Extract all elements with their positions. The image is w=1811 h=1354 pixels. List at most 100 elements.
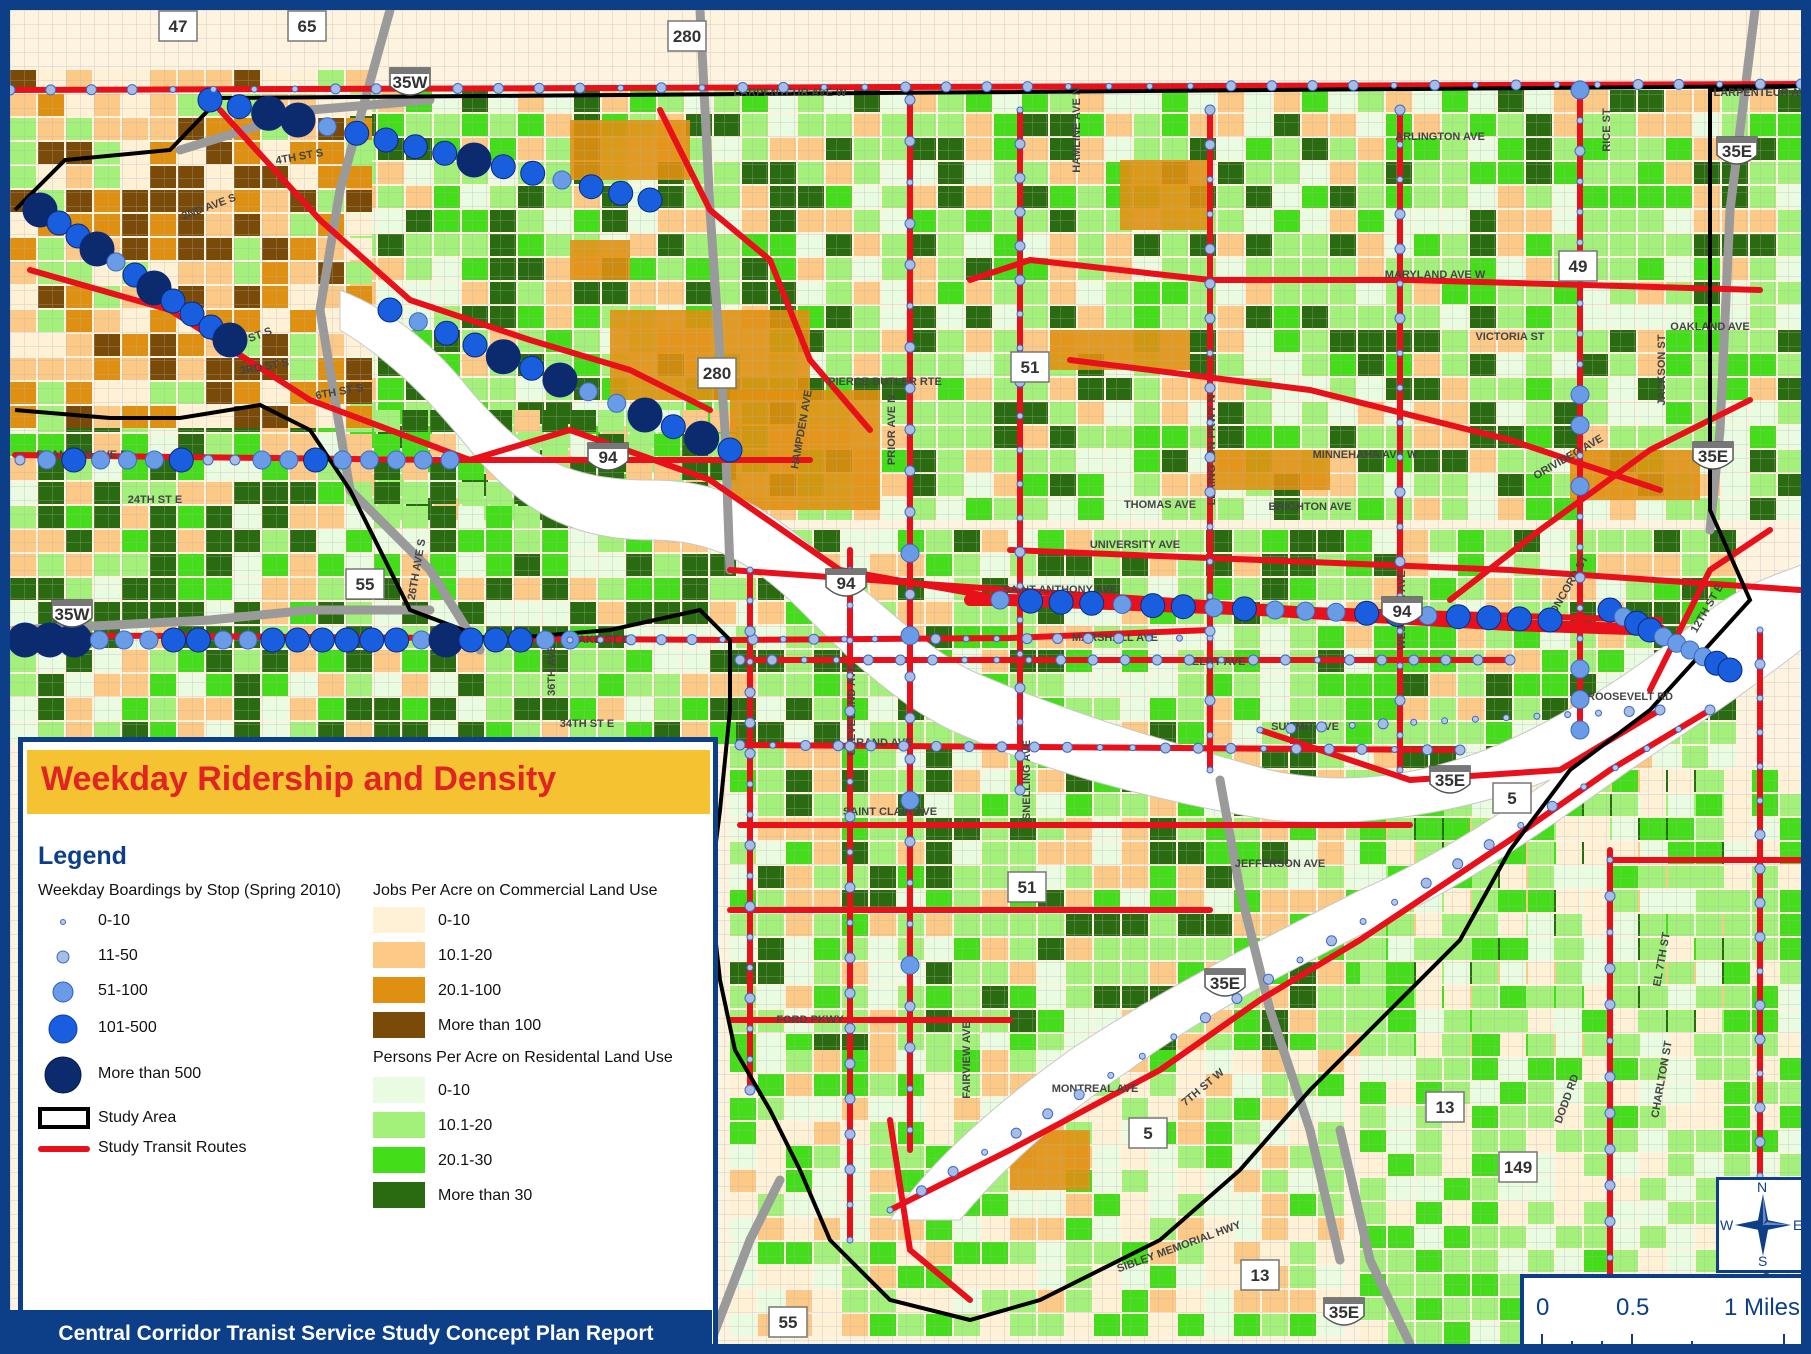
highway	[315, 10, 485, 655]
boarding-stop	[1604, 999, 1616, 1011]
highway	[1215, 775, 1345, 1265]
boarding-stop	[900, 81, 911, 93]
boarding-stop	[1204, 598, 1224, 618]
street-label: ROOSEVELT RD	[1587, 691, 1673, 703]
boarding-stop	[746, 597, 754, 605]
boarding-stop	[1107, 1071, 1115, 1079]
boarding-stop	[1574, 572, 1586, 584]
highway-shield: 49	[1558, 250, 1598, 282]
boarding-stop	[846, 848, 854, 856]
boarding-stop	[1016, 650, 1024, 658]
boarding-stop	[1754, 658, 1766, 670]
boarding-stop	[1396, 280, 1404, 288]
persons-label-1: 0-10	[438, 1082, 471, 1099]
boarding-stop	[844, 811, 856, 823]
boarding-stop	[904, 341, 916, 353]
boarding-stop	[1754, 931, 1766, 943]
boarding-stop	[846, 672, 854, 680]
boarding-stop	[846, 601, 854, 609]
boarding-stop	[930, 740, 942, 752]
boarding-stop	[1014, 172, 1026, 184]
boarding-stop	[1199, 1012, 1211, 1024]
boarding-stop	[746, 964, 754, 972]
street-label: SUMMIT AVE	[1271, 721, 1339, 733]
boarding-stop	[238, 630, 258, 650]
boarding-stop	[1204, 278, 1216, 290]
highway-shield: 280	[697, 357, 737, 389]
boarding-stop	[1183, 654, 1195, 666]
boarding-stop	[210, 85, 217, 93]
boarding-stop	[655, 82, 667, 94]
boarding-stop	[1756, 1070, 1764, 1077]
boarding-stop	[1445, 604, 1471, 630]
boarding-stop	[1296, 601, 1316, 621]
boarding-stop	[900, 790, 920, 810]
boarding-stop	[1119, 654, 1131, 666]
boarding-stop	[996, 741, 1008, 753]
boarding-stop	[904, 135, 916, 147]
boarding-stop	[1576, 177, 1584, 185]
street-label: FORD PKWY	[776, 1014, 844, 1026]
boarding-stop	[746, 1055, 754, 1063]
street-label: GRAND AVE	[848, 737, 913, 749]
boarding-symbol-0-10	[60, 919, 66, 925]
boarding-stop	[1754, 1102, 1766, 1114]
boarding-stop	[1595, 709, 1602, 717]
svg-text:35W: 35W	[393, 73, 429, 92]
boarding-stop	[89, 630, 109, 650]
boarding-stop	[552, 170, 572, 190]
boarding-stop	[373, 127, 399, 153]
boarding-stop	[1756, 797, 1764, 805]
boarding-stop	[1472, 654, 1484, 666]
boarding-stop	[1580, 783, 1588, 791]
boarding-stop	[655, 634, 667, 646]
boarding-stop	[744, 839, 756, 851]
highway-shield: 280	[667, 20, 707, 52]
highway-shield: 13	[1240, 1259, 1280, 1291]
boarding-stop	[402, 134, 428, 160]
boarding-stop	[1204, 312, 1216, 324]
boarding-stop	[1396, 627, 1404, 635]
svg-text:149: 149	[1504, 1158, 1532, 1177]
boarding-stop	[844, 881, 856, 893]
boarding-stop	[1113, 632, 1125, 644]
boarding-stop	[1014, 750, 1026, 762]
boarding-stop	[46, 210, 72, 236]
svg-text:35E: 35E	[1210, 974, 1240, 993]
boarding-stop	[1654, 704, 1666, 716]
boarding-stop	[1206, 349, 1214, 357]
persons-swatch-2	[373, 1112, 425, 1138]
boarding-stop	[844, 952, 856, 964]
transit-route	[1067, 357, 1663, 493]
boarding-stop	[981, 1148, 989, 1156]
boarding-stop	[1754, 1136, 1766, 1148]
svg-text:94: 94	[599, 448, 618, 467]
highway-shield: 35W	[389, 67, 431, 96]
street-label: VICTORIA ST	[1475, 331, 1544, 343]
highway	[1705, 10, 1760, 535]
boarding-stop	[1014, 682, 1026, 694]
street-label: HAMLINE AVE N	[1071, 87, 1083, 173]
boarding-stop	[330, 83, 342, 95]
street-label: LARPENTEUR AVE W	[733, 87, 847, 99]
boarding-stop	[1347, 80, 1359, 91]
boarding-stop	[1440, 654, 1452, 666]
boarding-stop	[1632, 79, 1644, 90]
legend-heading: Legend	[38, 842, 127, 870]
scale-bar: 0 0.5 1 Miles	[1520, 1274, 1801, 1344]
boarding-stop	[508, 627, 533, 653]
boarding-stop	[1623, 706, 1635, 717]
boarding-stop	[800, 656, 808, 664]
boarding-stop	[226, 94, 252, 120]
street-label: JACKSON ST	[1656, 334, 1668, 405]
boarding-stop	[734, 739, 746, 751]
boarding-stop	[1326, 935, 1337, 947]
boarding-stop	[846, 1201, 854, 1209]
boarding-stop	[432, 140, 458, 166]
boarding-stop	[10, 84, 16, 96]
boarding-stop	[493, 82, 504, 94]
boarding-stop	[1087, 654, 1099, 666]
